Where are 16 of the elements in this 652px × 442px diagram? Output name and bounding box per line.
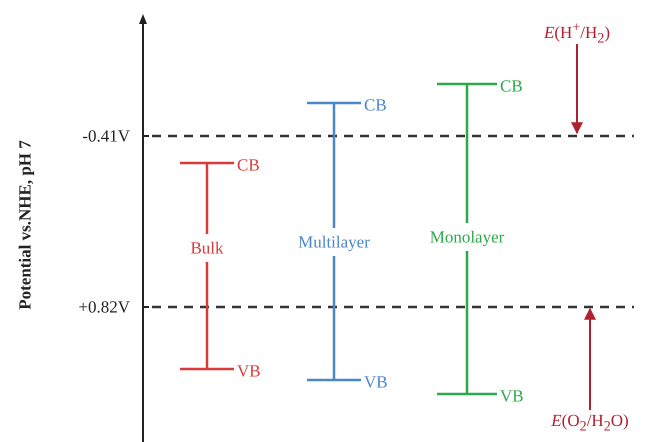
band-label: VB — [500, 388, 524, 404]
axis-tick-label: +0.82V — [78, 298, 130, 316]
band-label: VB — [237, 362, 261, 380]
arrow — [571, 44, 583, 134]
axis-tick-label: -0.41V — [82, 128, 130, 144]
axis-title: Potential vs.NHE, pH 7 — [16, 140, 34, 310]
band-label: VB — [364, 374, 388, 390]
potential-label: E(O$_{2}$/H$_{2}$O) — [551, 412, 629, 435]
material-label: Monolayer — [430, 228, 504, 246]
material-label: Multilayer — [298, 234, 370, 250]
potential-label: E(H$^{+}$/H$_{2}$) — [544, 20, 610, 47]
arrow — [584, 308, 596, 410]
band-label: CB — [364, 96, 387, 114]
band-label: CB — [500, 78, 523, 94]
band-label: CB — [237, 156, 260, 174]
material-label: Bulk — [190, 240, 224, 256]
